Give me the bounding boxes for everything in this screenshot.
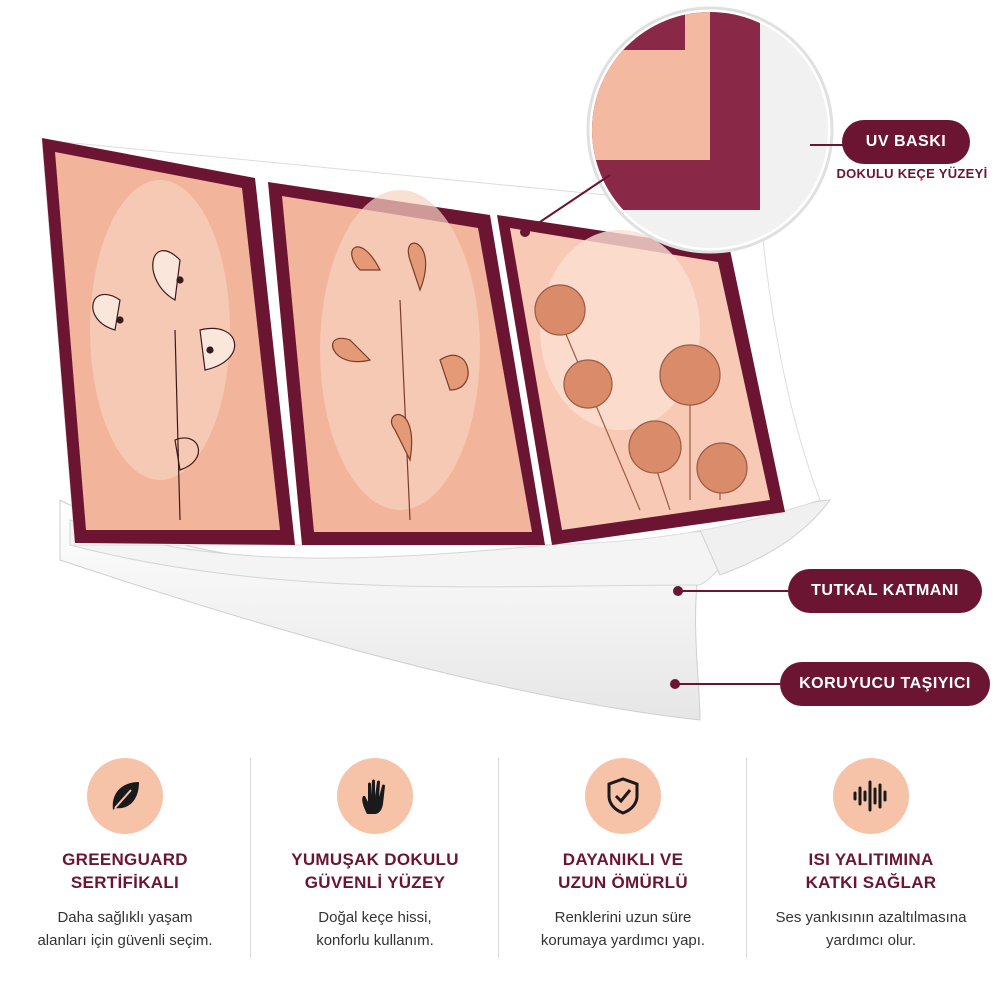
panel-magnolia	[268, 182, 545, 545]
feature-description: Doğal keçe hissi,konforlu kullanım.	[316, 909, 434, 949]
product-illustration	[41, 6, 845, 721]
glue-layer-label: TUTKAL KATMANI	[788, 569, 982, 613]
divider	[498, 758, 499, 958]
sound-wave-icon	[853, 780, 887, 812]
uv-print-label: UV BASKI	[842, 120, 970, 164]
protective-carrier-label: KORUYUCU TAŞIYICI	[780, 662, 990, 706]
leaf-icon	[112, 782, 139, 810]
divider	[250, 758, 251, 958]
callout-connectors	[670, 586, 788, 689]
panel-lily	[42, 138, 295, 545]
zoom-felt-texture	[520, 6, 845, 254]
feature-icon-circle	[337, 758, 413, 834]
textured-felt-surface-label: DOKULU KEÇE YÜZEYİ	[836, 166, 988, 181]
feature-icon-circle	[585, 758, 661, 834]
divider	[746, 758, 747, 958]
hand-icon	[362, 779, 385, 814]
feature-icon-circle	[833, 758, 909, 834]
panel-dandelion	[497, 215, 785, 545]
shield-check-icon	[607, 777, 639, 815]
feature-icon-circle	[87, 758, 163, 834]
